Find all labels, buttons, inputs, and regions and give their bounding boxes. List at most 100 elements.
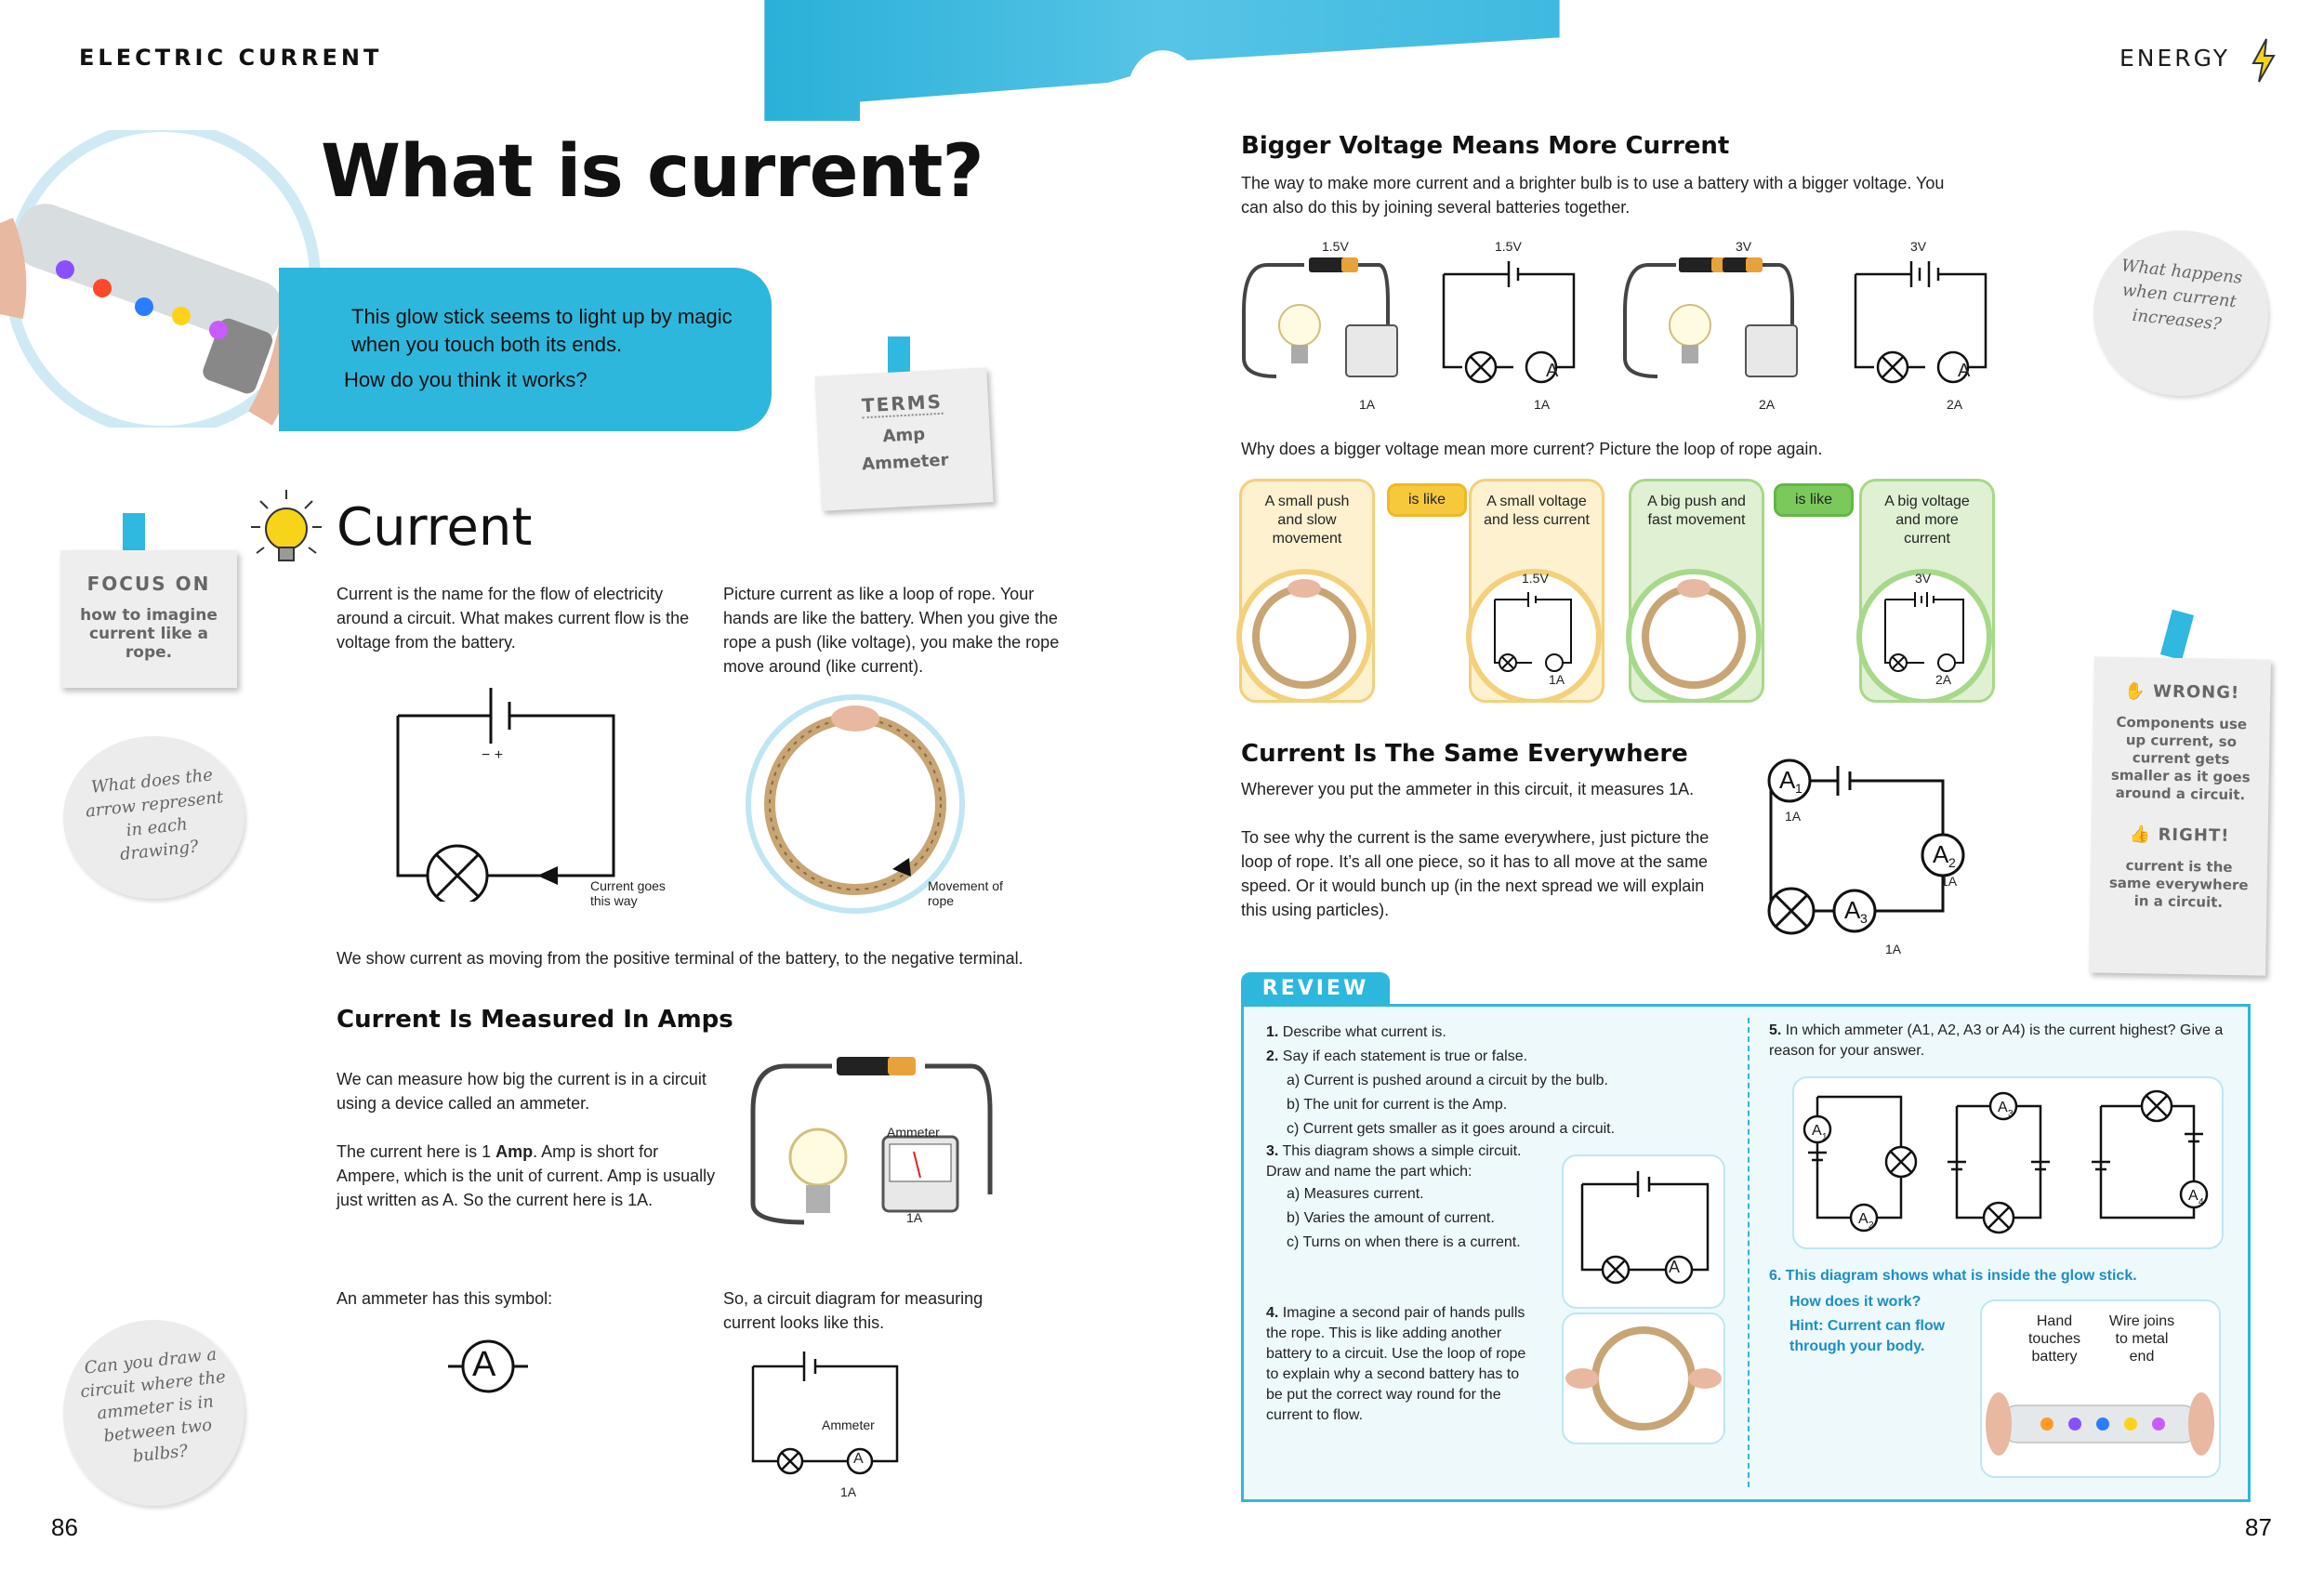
review-q3-diagram [1562, 1154, 1725, 1309]
current-direction-label: Current goes this way [590, 878, 666, 908]
review-q5: 5. In which ammeter (A1, A2, A3 or A4) i… [1769, 1021, 2234, 1061]
flow-link-1: is like [1387, 483, 1467, 517]
chapter-label: ELECTRIC CURRENT [79, 45, 383, 71]
svg-text:3: 3 [1860, 911, 1868, 926]
flow-text: A big push and fast movement [1647, 494, 1746, 528]
amps-p2a: The current here is 1 [337, 1142, 496, 1161]
amps-label-1: 1A [1359, 397, 1376, 412]
flow-circles [1236, 569, 1992, 702]
same-reading-3: 1A [1885, 942, 1902, 956]
simple-circuit-diagram [396, 688, 615, 902]
diagram-text: So, a circuit diagram for measuring curr… [723, 1289, 984, 1332]
review-q3c: c) Turns on when there is a current. [1287, 1234, 1521, 1250]
svg-text:A: A [2188, 1188, 2199, 1204]
review-q2b: b) The unit for current is the Amp. [1287, 1097, 1508, 1113]
review-q3-ammeter-symbol: A [1669, 1258, 1681, 1276]
review-q6: 6. This diagram shows what is inside the… [1769, 1264, 2137, 1288]
amps-p2c: . Amp is short for Ampere, which is the … [337, 1142, 716, 1209]
question-bubble-arrow: What does the arrow represent in each dr… [63, 736, 244, 899]
review-q2: 2. Say if each statement is true or fals… [1266, 1045, 1731, 1069]
flow-text: A small push and slow movement [1264, 494, 1350, 547]
flow-current-1: 1A [1549, 672, 1565, 687]
svg-text:2: 2 [1948, 855, 1956, 870]
section-label: ENERGY [2119, 45, 2231, 72]
svg-text:4: 4 [2199, 1197, 2204, 1207]
ammeter-circuit-diagram [751, 1351, 899, 1475]
rope-two-hands-svg [1565, 1326, 1722, 1431]
review-q3-text: This diagram shows a simple circuit. Dra… [1266, 1143, 1522, 1180]
focus-heading: FOCUS ON [86, 573, 211, 595]
review-q2a: a) Current is pushed around a circuit by… [1287, 1073, 1608, 1088]
review-q1-number: 1. [1266, 1024, 1279, 1040]
right-heading: 👍 RIGHT! [2091, 824, 2267, 846]
review-q3a-text: Measures current. [1303, 1186, 1424, 1202]
same-heading: Current Is The Same Everywhere [1241, 740, 1688, 768]
voltage-diagram-1-symbol: A [1546, 361, 1559, 381]
intro-text: This glow stick seems to light up by mag… [351, 305, 733, 356]
voltage-label-4: 3V [1910, 239, 1927, 254]
current-heading: Current [337, 497, 533, 558]
page-title: What is current? [321, 130, 984, 214]
polarity-label: − + [482, 747, 504, 763]
amps-heading: Current Is Measured In Amps [337, 1006, 733, 1034]
same-reading-2: 1A [1941, 874, 1958, 889]
flow-voltage-2: 3V [1915, 571, 1932, 586]
voltage-label-1: 1.5V [1322, 239, 1349, 254]
review-q2-number: 2. [1266, 1048, 1279, 1064]
ammeter-symbol-text: An ammeter has this symbol: [337, 1289, 553, 1308]
review-q3-number: 3. [1266, 1143, 1279, 1159]
wire-label: Wire joins to metal end [2108, 1313, 2175, 1365]
voltage-diagram-2-symbol: A [1958, 361, 1971, 381]
ammeter-photo-label: Ammeter [887, 1125, 940, 1140]
review-divider [1748, 1018, 1750, 1487]
current-paragraph-1: Current is the name for the flow of elec… [337, 585, 690, 652]
review-left-column: 1. Describe what current is. 2. Say if e… [1266, 1021, 1731, 1255]
voltage-paragraph: The way to make more current and a brigh… [1241, 174, 1945, 217]
svg-text:1: 1 [1822, 1132, 1828, 1142]
page-number-left: 86 [51, 1513, 78, 1541]
same-paragraph-1: Wherever you put the ammeter in this cir… [1241, 780, 1695, 798]
review-q6-text: This diagram shows what is inside the gl… [1785, 1268, 2137, 1284]
tape [2159, 609, 2195, 661]
ammeter-diagram-reading: 1A [840, 1484, 857, 1499]
review-q4-number: 4. [1266, 1305, 1279, 1321]
svg-text:A: A [1858, 1211, 1868, 1227]
intro-question: How do you think it works? [344, 368, 588, 391]
voltage-label-3: 3V [1736, 239, 1752, 254]
svg-text:3: 3 [2008, 1109, 2014, 1119]
review-tab: REVIEW [1241, 972, 1390, 1006]
wrong-heading: ✋ WRONG! [2093, 680, 2270, 703]
review-q2-text: Say if each statement is true or false. [1282, 1048, 1528, 1064]
glow-stick-photo [0, 130, 321, 428]
rope-loop-image [746, 694, 965, 914]
review-q3a: a) Measures current. [1287, 1186, 1424, 1202]
right-text: current is the same everywhere in a circ… [2108, 856, 2249, 911]
wrong-right-note: ✋ WRONG! Components use up current, so c… [2089, 656, 2271, 976]
page-number-right: 87 [2245, 1513, 2272, 1541]
review-q2a-text: Current is pushed around a circuit by th… [1303, 1073, 1608, 1088]
wrong-text: Components use up current, so current ge… [2110, 713, 2251, 804]
svg-text:A: A [1844, 896, 1861, 924]
amps-p2b: Amp [495, 1142, 534, 1161]
thumbs-up-icon: 👍 [2129, 824, 2159, 845]
header-banner [764, 0, 1560, 121]
review-q4: 4. Imagine a second pair of hands pulls … [1266, 1303, 1536, 1426]
review-q3b: b) Varies the amount of current. [1287, 1210, 1495, 1226]
question-bubble-ammeter: Can you draw a circuit where the ammeter… [63, 1320, 244, 1506]
review-q2c-text: Current gets smaller as it goes around a… [1302, 1121, 1616, 1137]
ammeter-diagram-symbol: A [853, 1451, 864, 1467]
same-paragraph-2: To see why the current is the same every… [1241, 828, 1710, 919]
review-q4-diagram [1562, 1312, 1725, 1444]
term-ammeter: Ammeter [861, 450, 949, 475]
terms-note: TERMS Amp Ammeter [814, 367, 994, 511]
review-hint: Hint: Current can flow through your body… [1789, 1318, 1946, 1354]
amps-label-2: 1A [1534, 397, 1551, 412]
bubble-text: Can you draw a circuit where the ammeter… [79, 1344, 227, 1467]
review-q5-number: 5. [1769, 1022, 1782, 1038]
review-q6-number: 6. [1769, 1268, 1782, 1284]
thumbs-down-icon: ✋ [2124, 680, 2154, 702]
review-q3: 3. This diagram shows a simple circuit. … [1266, 1141, 1545, 1182]
ammeter-photo-reading: 1A [906, 1210, 923, 1225]
review-q3c-text: Turns on when there is a current. [1302, 1234, 1521, 1250]
term-amp: Amp [881, 424, 926, 447]
